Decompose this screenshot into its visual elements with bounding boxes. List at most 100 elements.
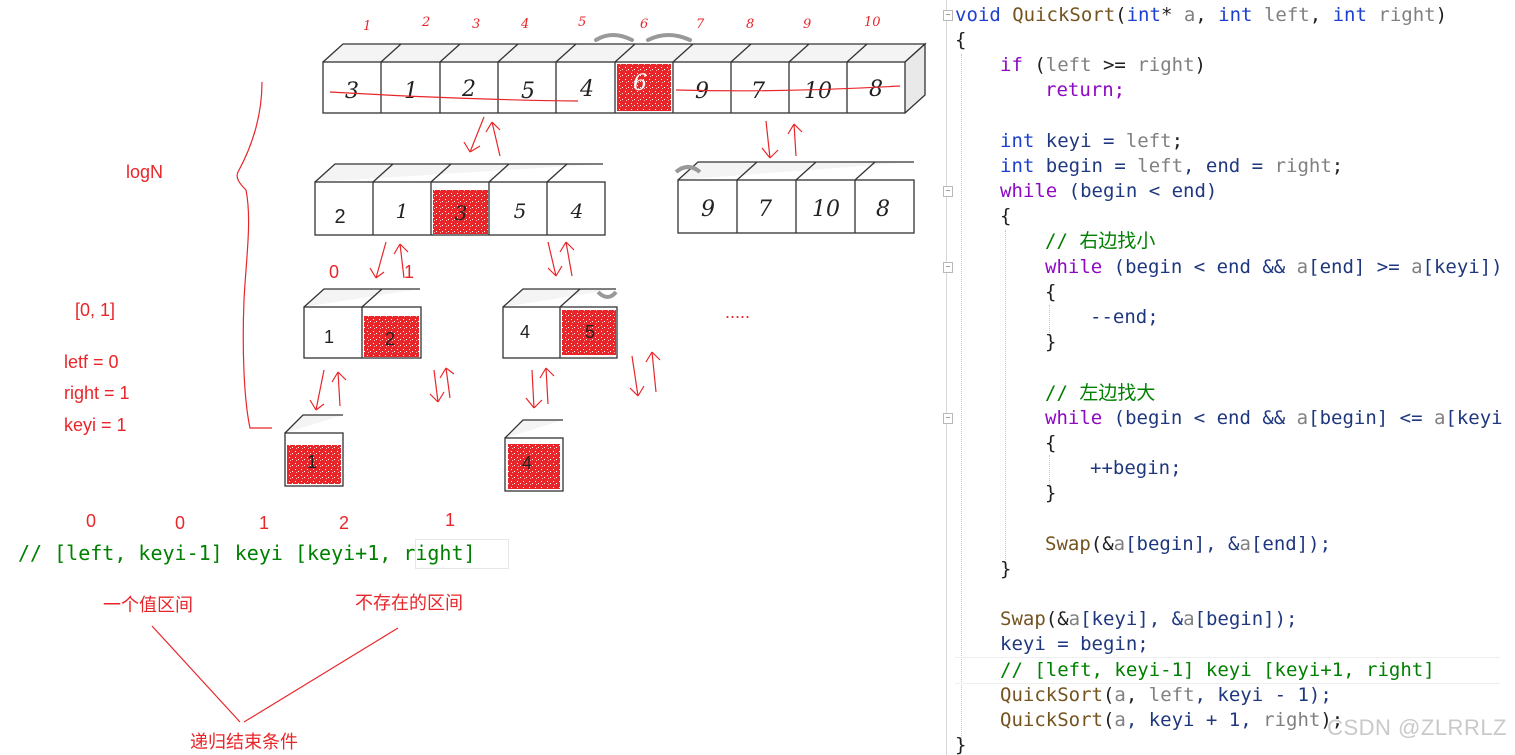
tok: ( <box>1102 709 1115 731</box>
left-value: letf = 0 <box>64 352 119 372</box>
pivot-cell <box>287 445 341 484</box>
cell-value: 3 <box>455 201 468 225</box>
tok: while <box>1000 180 1058 202</box>
tok: void <box>955 4 1001 26</box>
ellipsis: ..... <box>725 302 750 322</box>
code-line: } <box>1045 331 1057 353</box>
fold-toggle[interactable]: − <box>943 10 953 21</box>
index-label: 5 <box>578 15 586 30</box>
array-level0 <box>322 42 927 114</box>
code-editor[interactable]: − − − − void QuickSort(int* a, int left,… <box>943 0 1515 755</box>
tok: left <box>1045 54 1092 76</box>
tok: right <box>1263 709 1321 731</box>
logn-label: logN <box>126 162 163 182</box>
tok: ) <box>1435 4 1448 26</box>
cell-value: 7 <box>758 197 772 222</box>
tok: int <box>1000 130 1035 152</box>
tok: keyi = <box>1034 130 1126 152</box>
fold-toggle[interactable]: − <box>943 262 953 273</box>
tok: left <box>1148 684 1195 706</box>
tok: [begin], & <box>1125 533 1240 555</box>
partition-stroke-left <box>329 91 579 102</box>
converging-lines <box>151 625 399 723</box>
tok: [keyi], & <box>1080 608 1184 630</box>
arrows-level2-3 <box>309 351 661 411</box>
cell-value: 2 <box>334 206 345 228</box>
tok: (begin < end && <box>1102 407 1297 429</box>
code-line: } <box>955 734 967 755</box>
tok: ) <box>1194 54 1206 76</box>
tok: a <box>1183 608 1195 630</box>
code-line: Swap(&a[begin], &a[end]); <box>955 532 1331 557</box>
pivot-cell <box>508 444 560 489</box>
split-mark <box>596 290 618 299</box>
cell-value: 4 <box>522 453 532 473</box>
tok <box>1367 4 1378 26</box>
one-value-interval-label: 一个值区间 <box>103 595 193 615</box>
tok: [end]); <box>1250 533 1332 555</box>
fold-toggle[interactable]: − <box>943 186 953 197</box>
code-line: int begin = left, end = right; <box>955 154 1343 179</box>
tok: ); <box>1320 709 1344 731</box>
index-label: 2 <box>421 15 430 30</box>
arrows-level0-1 <box>463 116 803 159</box>
tok: QuickSort <box>1000 4 1116 26</box>
tok: (& <box>1045 608 1069 630</box>
tok: >= <box>1091 54 1138 76</box>
tok: , keyi + 1, <box>1125 709 1264 731</box>
pivot-cell <box>562 310 616 355</box>
tok: right <box>1378 4 1436 26</box>
tok: QuickSort <box>1000 709 1103 731</box>
text-cursor-box[interactable] <box>415 539 509 569</box>
level0-values: 3 1 2 5 4 6 9 7 10 8 <box>345 71 883 104</box>
tok: a <box>1113 533 1126 555</box>
array-level1-right <box>677 161 915 234</box>
tok: , <box>1195 4 1219 26</box>
annotations: logN [0, 1] letf = 0 right = 1 keyi = 1 … <box>64 162 750 752</box>
code-line: { <box>1045 281 1057 303</box>
code-line: Swap(&a[keyi], &a[begin]); <box>955 607 1297 632</box>
tok: Swap <box>1000 608 1046 630</box>
fold-toggle[interactable]: − <box>943 413 953 424</box>
code-line: void QuickSort(int* a, int left, int rig… <box>955 3 1447 28</box>
code-line: --end; <box>1090 306 1159 328</box>
cell-value: 1 <box>404 79 418 104</box>
arrows-level1-2 <box>369 241 575 279</box>
tok: int <box>1218 4 1253 26</box>
code-line: } <box>1000 558 1012 580</box>
recursion-end-label: 递归结束条件 <box>190 732 298 752</box>
indent-guide <box>961 54 962 744</box>
index-zero: 0 <box>329 262 339 282</box>
tok: ( <box>1115 4 1127 26</box>
keyi-value: keyi = 1 <box>64 415 127 435</box>
cell-value: 9 <box>701 197 715 222</box>
row-index: 0 <box>175 513 185 533</box>
cell-value: 4 <box>579 77 594 102</box>
tok: , <box>1125 684 1149 706</box>
tok: left <box>1263 4 1310 26</box>
tok: ; <box>1171 130 1184 152</box>
indent-guide <box>1005 230 1006 560</box>
code-comment: // 右边找小 <box>1045 230 1156 252</box>
partition-stroke-right <box>675 85 901 92</box>
tok: [keyi <box>1445 407 1503 429</box>
tok: a <box>1068 608 1081 630</box>
pivot-cell <box>617 64 671 111</box>
cell-value: 1 <box>307 452 317 472</box>
tok: ( <box>1102 684 1115 706</box>
tok: (& <box>1090 533 1114 555</box>
tok: ( <box>1022 54 1046 76</box>
cell-value: 9 <box>695 79 709 104</box>
tok: int <box>1126 4 1161 26</box>
tok: a <box>1114 709 1126 731</box>
tok: * <box>1160 4 1184 26</box>
cell-value: 4 <box>570 199 584 223</box>
code-comment: // [left, keyi-1] keyi [keyi+1, right] <box>955 657 1500 684</box>
code-line: QuickSort(a, keyi + 1, right); <box>955 708 1343 733</box>
index-label: 8 <box>746 17 754 32</box>
cell-value: 5 <box>521 79 535 104</box>
watermark: CSDN @ZLRRLZ <box>1327 715 1507 740</box>
cell-value: 5 <box>514 199 527 223</box>
tok: , keyi - 1); <box>1194 684 1332 706</box>
